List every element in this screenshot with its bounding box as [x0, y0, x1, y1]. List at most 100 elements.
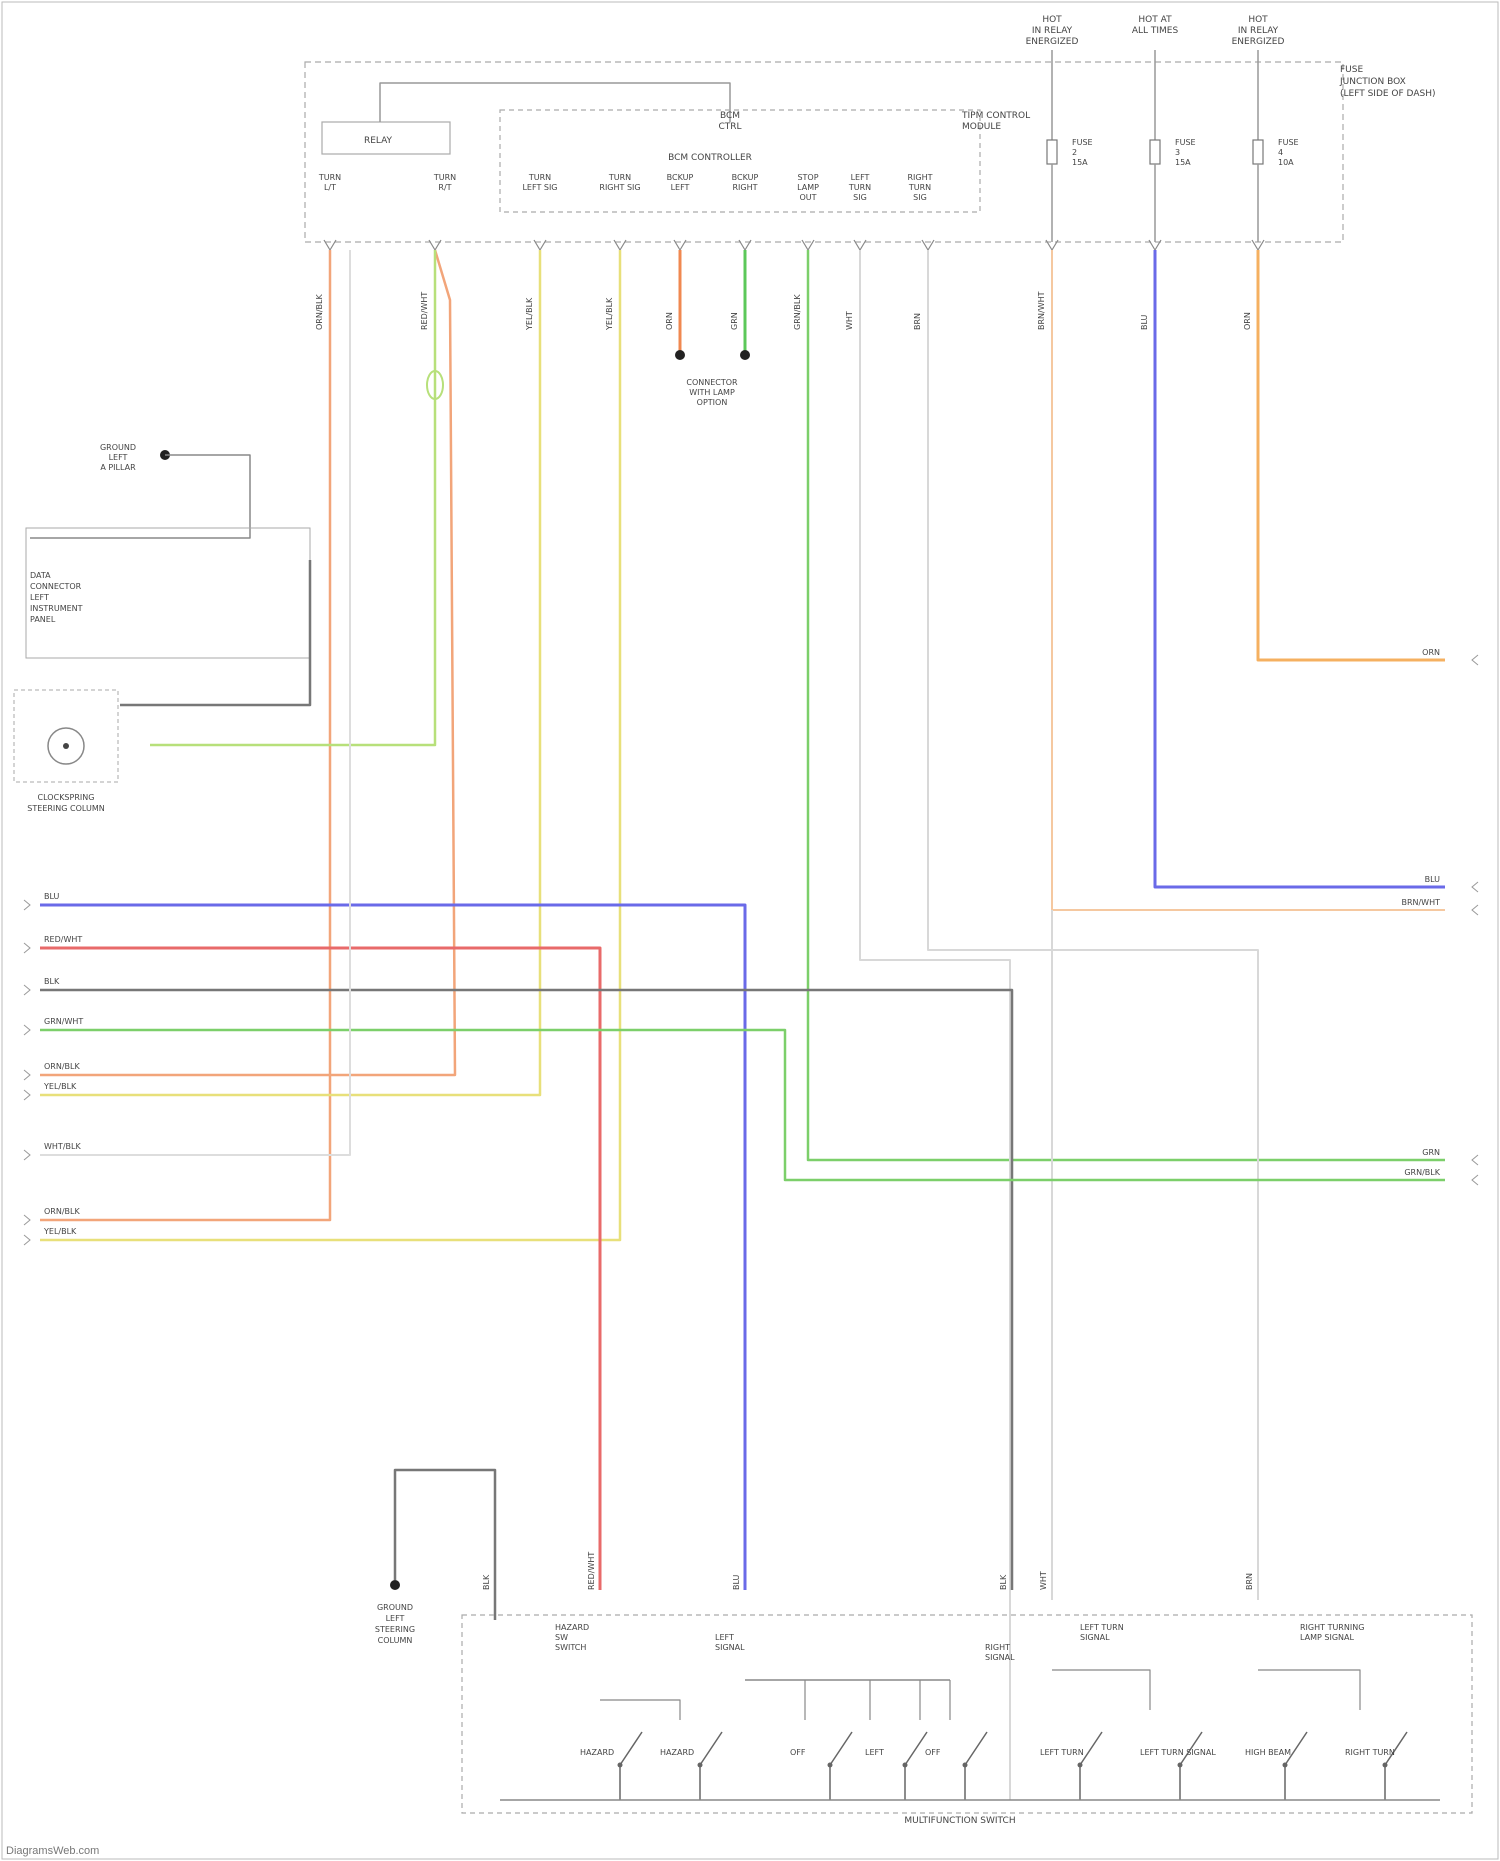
pin-label: TURN	[433, 173, 456, 182]
switch-pivot	[1283, 1763, 1288, 1768]
pin-label: LEFT	[851, 173, 870, 182]
pin-label: TURN	[608, 173, 631, 182]
feed-label: ENERGIZED	[1232, 37, 1285, 47]
switch-section-label: LEFT	[715, 1633, 734, 1642]
pin-label: RIGHT	[907, 173, 932, 182]
pin-label: BCKUP	[667, 173, 694, 182]
right-wire-label: GRN/BLK	[1404, 1168, 1440, 1177]
wire-wht-bus	[40, 250, 350, 1155]
left-connector-pin	[24, 1090, 30, 1100]
switch-contact-label: LEFT TURN SIGNAL	[1140, 1748, 1216, 1757]
bottom-wire-label: BLU	[732, 1574, 741, 1590]
bottom-ground-wire	[395, 1470, 495, 1620]
right-wire-label: BRN/WHT	[1401, 898, 1440, 907]
pin-label: BCKUP	[732, 173, 759, 182]
left-wire-label: YEL/BLK	[43, 1227, 77, 1236]
switch-pivot	[903, 1763, 908, 1768]
pin-label: TURN	[908, 183, 931, 192]
ground-label: A PILLAR	[100, 463, 136, 472]
data-to-clockspring-wire	[120, 560, 310, 705]
switch-pivot	[1383, 1763, 1388, 1768]
switch-bus-hazard	[600, 1700, 680, 1720]
fuse-label: FUSE	[1278, 138, 1299, 147]
jumper-label: WITH LAMP	[689, 388, 735, 397]
left-wire-label: BLK	[44, 977, 60, 986]
switch-section-label: LAMP SIGNAL	[1300, 1633, 1354, 1642]
bottom-wire-label: BRN	[1245, 1573, 1254, 1590]
right-wire-label: ORN	[1422, 648, 1440, 657]
feed-label: ALL TIMES	[1132, 26, 1179, 36]
switch-contact	[1385, 1732, 1407, 1800]
wire-red-wht	[40, 250, 455, 1075]
junction-box-label: JUNCTION BOX	[1339, 77, 1406, 87]
clockspring-label: STEERING COLUMN	[27, 804, 104, 813]
feed-label: IN RELAY	[1032, 26, 1073, 36]
right-connector-pin	[1472, 905, 1478, 915]
control-module-label: MODULE	[962, 122, 1001, 132]
fuse-label: 15A	[1175, 158, 1191, 167]
wire-blu-bus	[40, 905, 745, 1590]
wire-color-label: BLU	[1140, 314, 1149, 330]
wire-color-label: ORN/BLK	[315, 294, 324, 330]
wire-blk-bus	[40, 990, 1012, 1590]
wire-clockspring-tap	[150, 250, 435, 745]
control-module-label: TIPM CONTROL	[961, 111, 1030, 121]
switch-contact-label: RIGHT TURN	[1345, 1748, 1395, 1757]
module-mid-label: BCM CONTROLLER	[668, 153, 752, 163]
wire-color-label: YEL/BLK	[525, 297, 534, 331]
switch-pivot	[1078, 1763, 1083, 1768]
clockspring-label: CLOCKSPRING	[38, 793, 95, 802]
switch-section-label: HAZARD	[555, 1623, 589, 1632]
bottom-ground-label: COLUMN	[378, 1636, 413, 1645]
right-connector-pin	[1472, 1155, 1478, 1165]
switch-pivot	[828, 1763, 833, 1768]
switch-contact	[905, 1732, 927, 1800]
left-wire-label: RED/WHT	[44, 935, 82, 944]
fuse-label: 4	[1278, 148, 1283, 157]
right-connector-pin	[1472, 1175, 1478, 1185]
fuse-label: FUSE	[1175, 138, 1196, 147]
clockspring-box	[14, 690, 118, 782]
ground-label: LEFT	[109, 453, 128, 462]
switch-contact	[830, 1732, 852, 1800]
bottom-ground-label: STEERING	[375, 1625, 415, 1634]
fuse-element	[1047, 140, 1057, 164]
relay-label: RELAY	[364, 136, 393, 146]
control-top-label: BCM	[720, 111, 740, 121]
fuse-label: 2	[1072, 148, 1077, 157]
clockspring-center	[63, 743, 69, 749]
switch-section-label: SIGNAL	[985, 1653, 1015, 1662]
data-connector-label: PANEL	[30, 615, 56, 624]
data-connector-label: DATA	[30, 571, 51, 580]
wire-grn-bus	[40, 1030, 1445, 1180]
feed-label: HOT	[1042, 15, 1062, 25]
wire-color-label: ORN	[665, 312, 674, 330]
fuse-element	[1150, 140, 1160, 164]
ground-label: GROUND	[100, 443, 136, 452]
data-connector-label: LEFT	[30, 593, 49, 602]
feed-label: ENERGIZED	[1026, 37, 1079, 47]
wire-color-label: ORN	[1243, 312, 1252, 330]
switch-contact-label: HIGH BEAM	[1245, 1748, 1291, 1757]
wire-orn-right	[1258, 250, 1445, 660]
pin-label: LAMP	[797, 183, 819, 192]
wire-yel-blk-1	[40, 250, 540, 1095]
wire-color-label: BRN	[913, 313, 922, 330]
switch-section-label: SIGNAL	[1080, 1633, 1110, 1642]
pin-label: OUT	[799, 193, 816, 202]
switch-contact	[620, 1732, 642, 1800]
fuse-element	[1253, 140, 1263, 164]
pin-label: L/T	[324, 183, 336, 192]
left-connector-pin	[24, 1070, 30, 1080]
junction-box-label: (LEFT SIDE OF DASH)	[1340, 89, 1435, 99]
wire-wht	[860, 250, 1010, 1800]
fuse-label: FUSE	[1072, 138, 1093, 147]
data-connector-label: CONNECTOR	[30, 582, 82, 591]
wire-red-bus	[40, 948, 600, 1590]
switch-contact	[1285, 1732, 1307, 1800]
switch-section-label: LEFT TURN	[1080, 1623, 1124, 1632]
wire-color-label: WHT	[845, 311, 854, 330]
control-top-label: CTRL	[718, 122, 741, 132]
pin-label: LEFT SIG	[522, 183, 557, 192]
pin-label: R/T	[438, 183, 451, 192]
